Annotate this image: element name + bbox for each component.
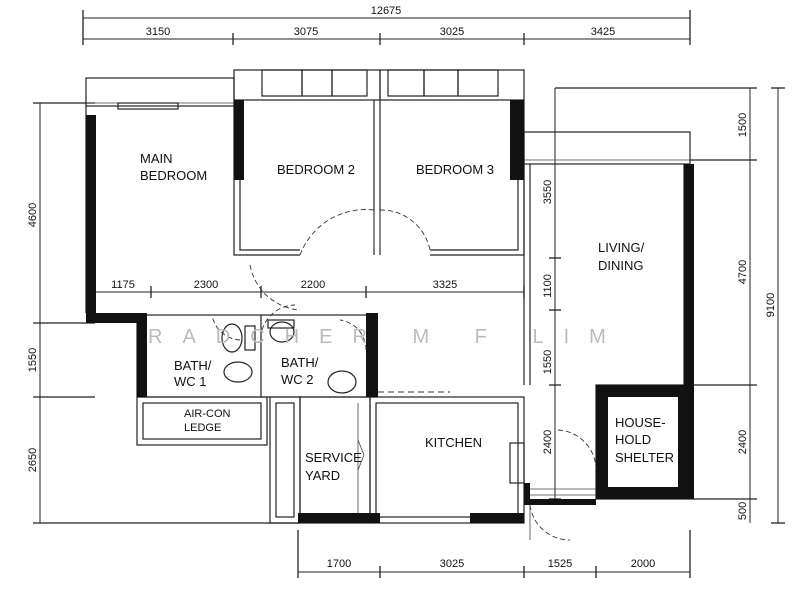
toilet-tank-icon	[267, 319, 295, 329]
dim-right-1: 1500	[737, 113, 749, 137]
dim-bottom-1: 1700	[327, 558, 351, 570]
basin-icon	[327, 370, 357, 394]
dim-right-outer: 9100	[765, 293, 777, 317]
dim-left-1: 4600	[27, 203, 39, 227]
dim-bottom-3: 1525	[548, 558, 572, 570]
dim-bottom-2: 3025	[440, 558, 464, 570]
room-main-bedroom-line1: MAIN	[140, 151, 173, 166]
dim-right-4: 500	[737, 502, 749, 520]
toilet-icon	[221, 323, 243, 353]
dim-top-4: 3425	[591, 26, 615, 38]
room-bath1-line2: WC 1	[174, 374, 207, 389]
room-aircon-line1: AIR-CON	[184, 408, 231, 420]
room-shelter-line3: SHELTER	[615, 450, 674, 465]
structural-walls	[86, 100, 694, 523]
dim-inner-3: 2200	[301, 279, 325, 291]
basin-icon	[223, 361, 253, 383]
room-aircon-line2: LEDGE	[184, 422, 221, 434]
room-labels: MAIN BEDROOM BEDROOM 2 BEDROOM 3 LIVING/…	[140, 151, 674, 483]
room-kitchen: KITCHEN	[425, 435, 482, 450]
dim-top-1: 3150	[146, 26, 170, 38]
dim-inner-2: 2300	[194, 279, 218, 291]
room-living-line2: DINING	[598, 258, 644, 273]
room-shelter-line1: HOUSE-	[615, 415, 666, 430]
room-bedroom-3: BEDROOM 3	[416, 162, 494, 177]
dim-vert-3: 1550	[542, 350, 554, 374]
room-main-bedroom-line2: BEDROOM	[140, 168, 207, 183]
room-service-yard-line1: SERVICE	[305, 450, 362, 465]
dim-top-2: 3075	[294, 26, 318, 38]
dim-right-3: 2400	[737, 430, 749, 454]
room-bath1-line1: BATH/	[174, 358, 212, 373]
toilet-tank-icon	[244, 325, 256, 351]
room-bath2-line1: BATH/	[281, 355, 319, 370]
room-shelter-line2: HOLD	[615, 432, 651, 447]
room-service-yard-line2: YARD	[305, 468, 340, 483]
room-bath2-line2: WC 2	[281, 372, 314, 387]
doors	[211, 209, 597, 541]
dim-vert-1: 3550	[542, 180, 554, 204]
dimension-lines	[33, 10, 785, 578]
dim-inner-1: 1175	[111, 279, 135, 291]
dim-inner-4: 3325	[433, 279, 457, 291]
watermark: RADCHER M F LIM	[148, 326, 626, 348]
dim-overall-width: 12675	[371, 5, 402, 17]
dimension-labels: 12675 3150 3075 3025 3425 1700 3025 1525…	[27, 5, 777, 570]
dim-bottom-4: 2000	[631, 558, 655, 570]
fixtures	[221, 319, 365, 513]
dim-right-2: 4700	[737, 260, 749, 284]
dim-left-2: 1550	[27, 348, 39, 372]
toilet-icon	[269, 321, 295, 343]
dim-top-3: 3025	[440, 26, 464, 38]
dim-vert-4: 2400	[542, 430, 554, 454]
dim-vert-2: 1100	[542, 274, 554, 298]
dim-left-3: 2650	[27, 448, 39, 472]
room-bedroom-2: BEDROOM 2	[277, 162, 355, 177]
room-living-line1: LIVING/	[598, 240, 645, 255]
